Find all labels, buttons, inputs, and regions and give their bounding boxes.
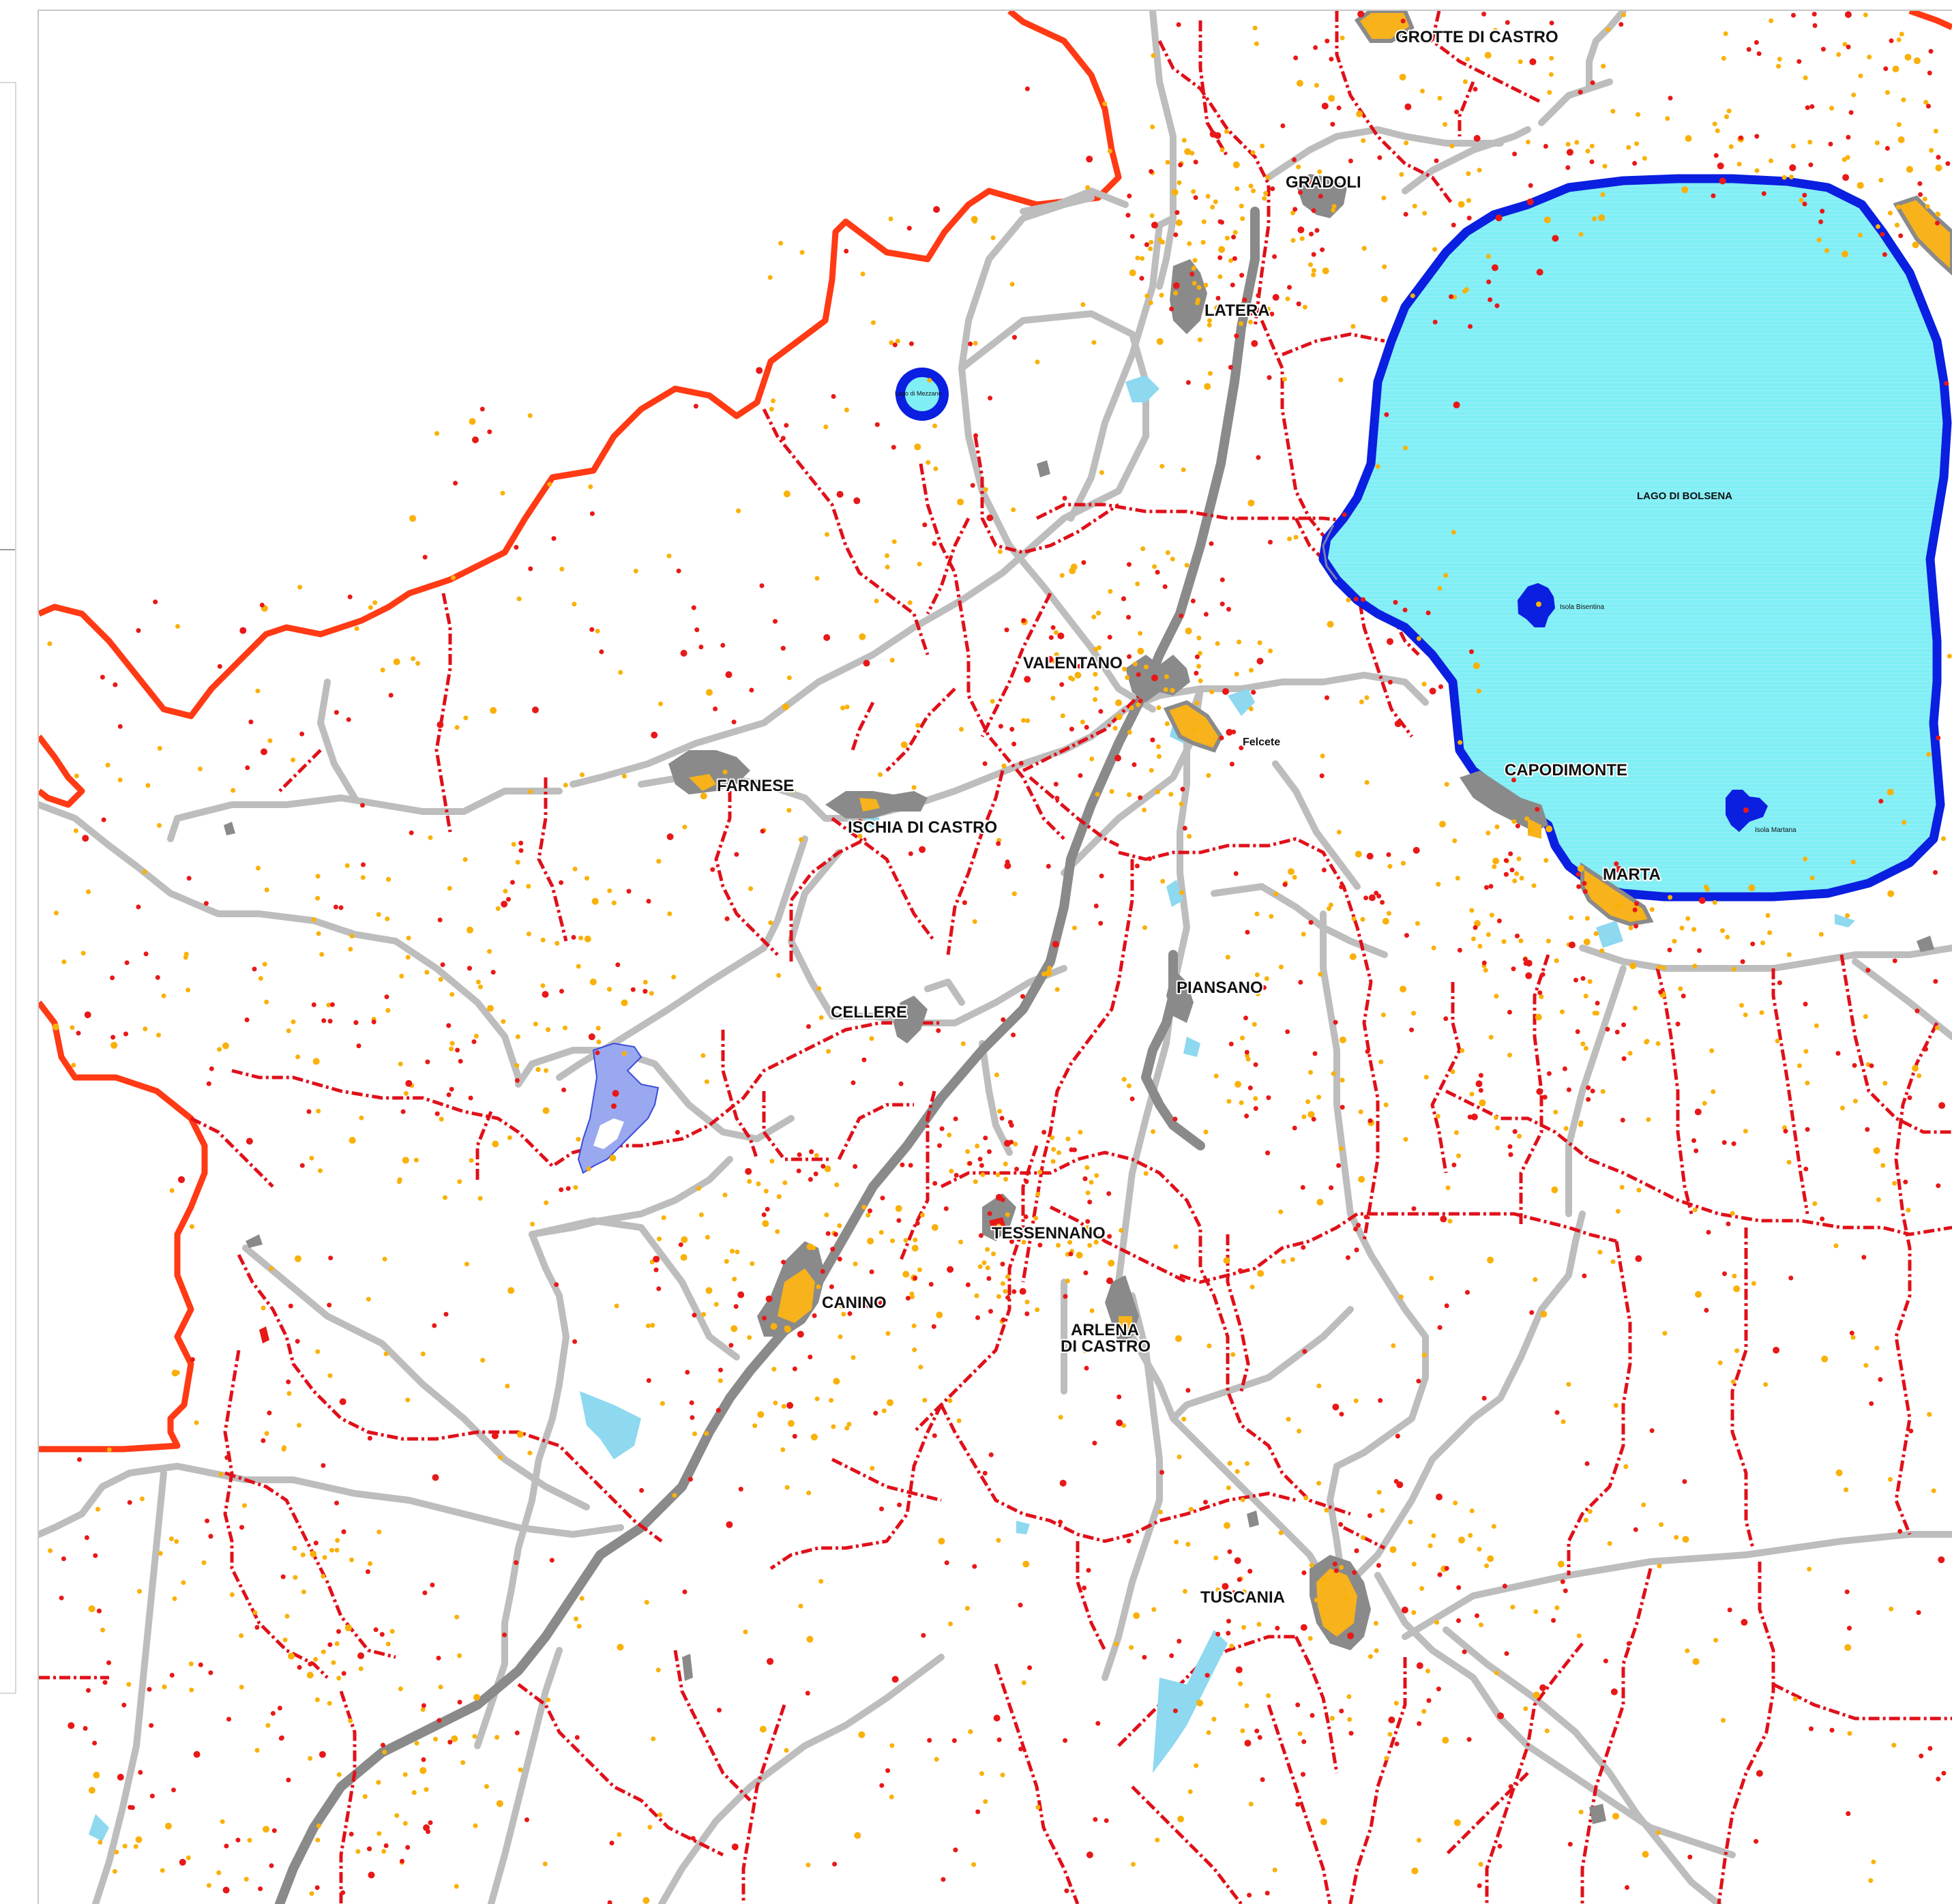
- town-label-tuscania: TUSCANIA: [1200, 1588, 1285, 1607]
- town-label-arlena-2: DI CASTRO: [1061, 1337, 1151, 1356]
- island-bisentina[interactable]: [1518, 583, 1555, 627]
- town-label-grotte: GROTTE DI CASTRO: [1395, 28, 1558, 46]
- island-martana[interactable]: [1726, 790, 1768, 832]
- town-label-capodimonte: CAPODIMONTE: [1505, 761, 1627, 779]
- town-label-latera: LATERA: [1204, 301, 1270, 320]
- lake-bolsena[interactable]: [1318, 174, 1952, 902]
- map-labels: LAGO DI BOLSENA Isola Bisentina Isola Ma…: [715, 27, 1796, 1608]
- town-label-piansano: PIANSANO: [1177, 979, 1263, 997]
- town-label-tessennano: TESSENNANO: [992, 1224, 1106, 1243]
- lake-label: LAGO DI BOLSENA: [1637, 490, 1732, 502]
- town-label-ischia: ISCHIA DI CASTRO: [848, 818, 997, 837]
- island-label-martana: Isola Martana: [1755, 827, 1796, 834]
- building-points-orange: [47, 12, 1952, 1904]
- lake-mezzano[interactable]: [896, 368, 949, 421]
- island-label-bisentina: Isola Bisentina: [1560, 604, 1604, 611]
- town-label-canino: CANINO: [822, 1294, 887, 1312]
- hamlet-label-felcete: Felcete: [1243, 737, 1280, 748]
- side-panel-edge: [0, 82, 16, 1694]
- lake-mezzano-label: Lago di Mezzano: [895, 390, 942, 397]
- building-points-red: [59, 11, 1951, 1904]
- town-label-arlena: ARLENA: [1071, 1321, 1139, 1339]
- main-road: [275, 207, 1260, 1904]
- town-label-marta: MARTA: [1603, 865, 1661, 884]
- small-water-bodies: [89, 375, 1855, 1841]
- town-label-gradoli: GRADOLI: [1286, 173, 1361, 192]
- protected-area: [577, 1042, 660, 1174]
- town-label-cellere: CELLERE: [831, 1003, 907, 1022]
- town-label-farnese: FARNESE: [717, 777, 794, 795]
- road-network: [39, 11, 1952, 1904]
- side-panel-divider: [0, 549, 15, 550]
- town-label-valentano: VALENTANO: [1023, 654, 1123, 672]
- map-frame[interactable]: [38, 10, 1952, 1904]
